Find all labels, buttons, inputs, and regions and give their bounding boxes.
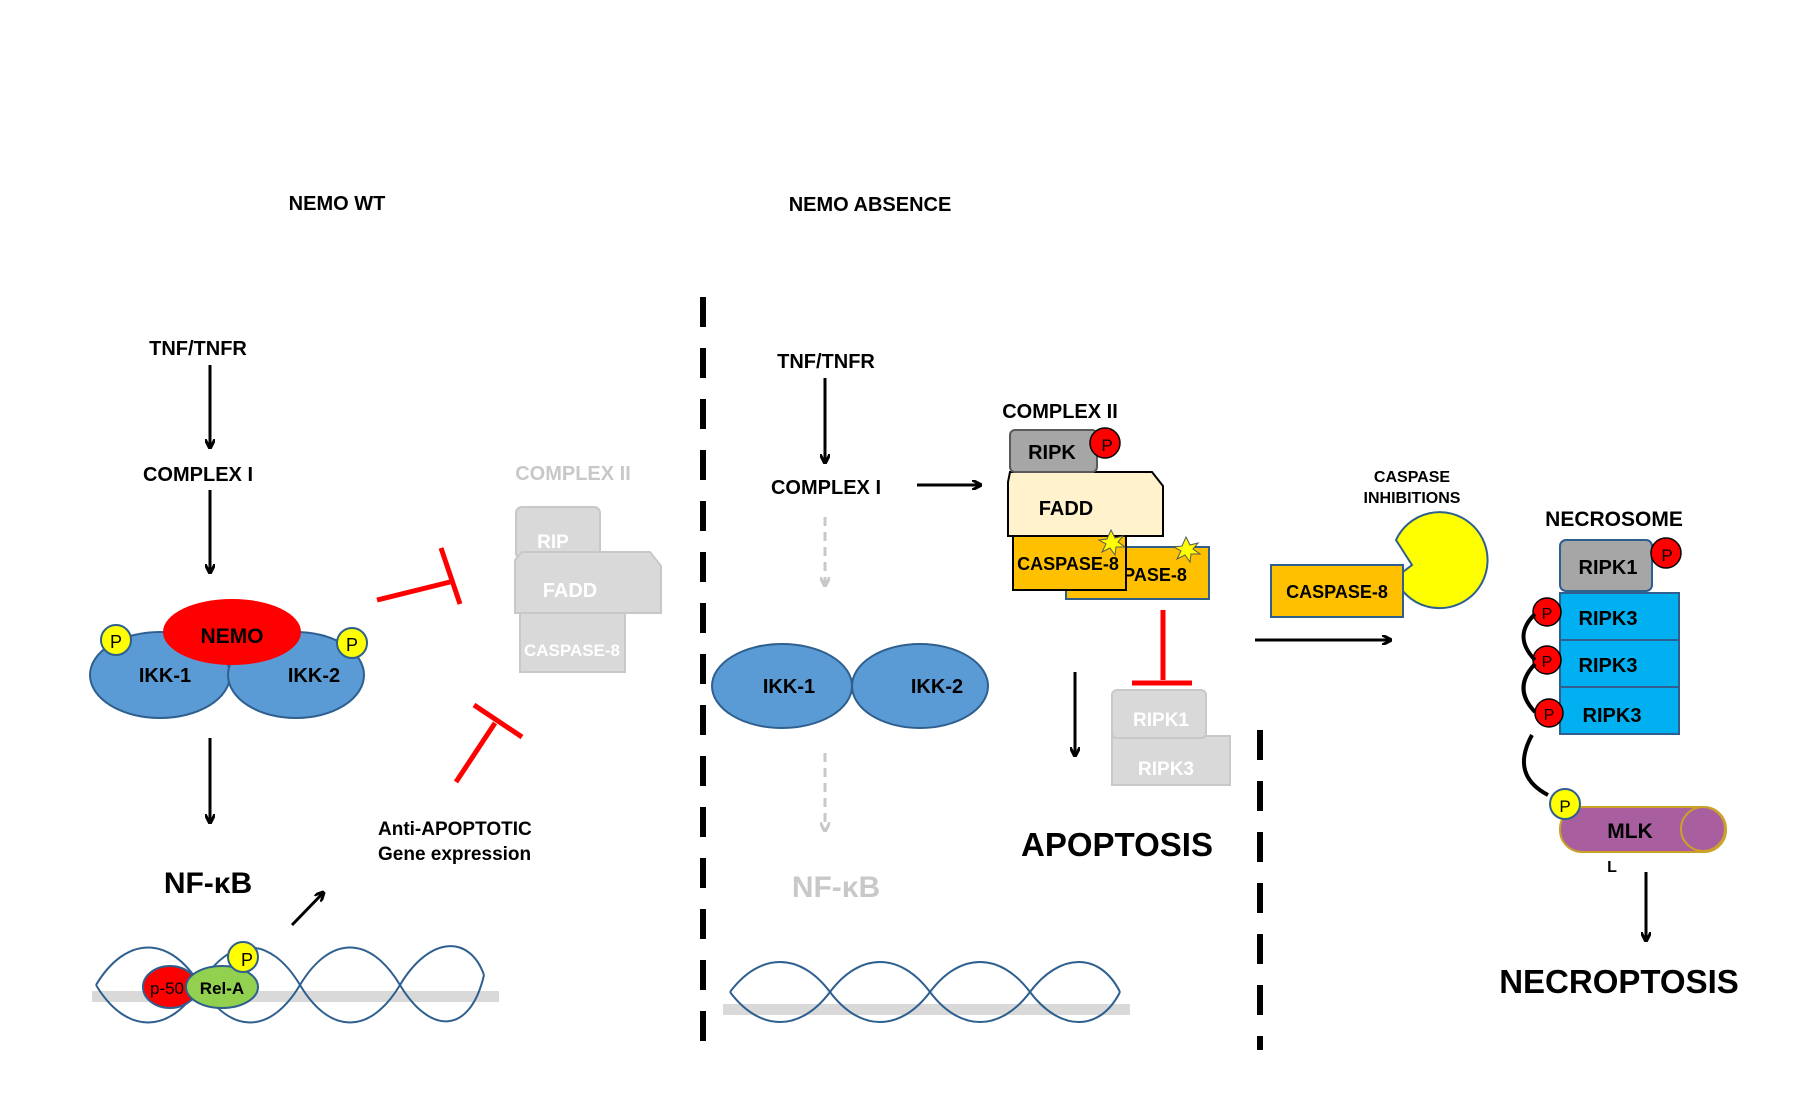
left-phospho-ikk2 [336,627,368,659]
middle-dna-strand-b [729,961,1121,1023]
middle-ikk2-ellipse [851,643,989,729]
caspase-inhibitions-line2: INHIBITIONS [1364,490,1461,507]
rela-phospho [227,941,259,973]
left-ikk2-label: IKK-2 [288,665,340,687]
casp8-front-label: CASPASE-8 [1017,554,1119,574]
faded-ripk-complex: RIPK3 RIPK1 [1111,689,1231,786]
middle-complex1-label: COMPLEX I [771,477,881,499]
fadd-box [1007,471,1164,537]
casp8-back-active-star [1172,535,1202,564]
right-casp8-label: CASPASE-8 [1286,582,1388,602]
necrosome-ripk3-label-2: RIPK3 [1579,655,1638,677]
faded-complex2-title: COMPLEX II [515,463,631,485]
mlk-cylinder-cap [1680,806,1726,852]
left-panel: NEMO WT TNF/TNFR COMPLEX I NEMO IKK-1 IK… [89,193,662,1024]
left-inhibition-lower [453,702,524,784]
middle-faded-nfkb-label: NF-κB [792,871,880,904]
ripk-phospho [1089,427,1121,459]
left-panel-title: NEMO WT [289,193,386,215]
necrosome-ripk1-phospho-label: P [1661,546,1672,565]
faded-ripk1-box [1111,689,1207,739]
rela-phospho-label: P [241,950,253,970]
rela-ellipse [185,965,259,1009]
left-ikk1-label: IKK-1 [139,665,191,687]
middle-panel-title: NEMO ABSENCE [789,194,952,216]
fadd-label: FADD [1039,498,1093,520]
mlk-phospho-label: P [1559,797,1570,816]
apoptosis-label: APOPTOSIS [1021,826,1213,863]
necrosome-ripk3-phospho-1 [1532,597,1562,627]
mlk-tail-label: L [1607,859,1617,876]
phospho-link-2 [1521,662,1537,714]
necrosome-ripk3-label-3: RIPK3 [1583,705,1642,727]
necrosome-ripk3-phospho-3-label: P [1544,707,1555,724]
faded-casp8-box [519,609,626,673]
middle-dna-bar [723,1004,1130,1015]
necroptosis-label: NECROPTOSIS [1499,963,1739,1000]
right-casp8-box [1270,564,1404,618]
necrosome-ripk3-box-3 [1559,686,1680,735]
active-complex2-title: COMPLEX II [1002,401,1118,423]
middle-ikk-complex: IKK-1 IKK-2 [711,643,989,729]
active-complex2: COMPLEX II PASE-8 CASPASE-8 FADD RIPK P [1002,401,1210,600]
left-arrow-to-anti-apoptotic [290,893,323,927]
left-dna: p-50 Rel-A P [92,941,499,1024]
nemo-ellipse [163,599,301,665]
left-phospho-ikk1-label: P [110,632,122,652]
ripk-phospho-label: P [1101,436,1112,455]
left-phospho-ikk2-label: P [346,635,358,655]
phospho-link-3 [1522,734,1549,797]
middle-dna [723,961,1130,1023]
left-ikk-complex: NEMO IKK-1 IKK-2 P P [89,599,368,719]
anti-apoptotic-line2: Gene expression [378,844,531,865]
necrosome-ripk3-label-1: RIPK3 [1579,608,1638,630]
faded-casp8-label: CASPASE-8 [524,641,620,660]
necrosome-ripk1-label: RIPK1 [1579,557,1638,579]
faded-rip-label: RIP [537,532,569,553]
necrosome-ripk3-phospho-3 [1534,698,1564,728]
faded-ripk1-label: RIPK1 [1133,710,1189,731]
rela-label: Rel-A [200,979,244,998]
left-dna-bar [92,991,499,1002]
faded-complex2: COMPLEX II CASPASE-8 RIP FADD [514,463,662,673]
necrosome-ripk1-box [1559,539,1653,592]
necrosome: RIPK1 P RIPK3 RIPK3 RIPK3 P P P MLK L P [1521,537,1727,876]
left-complex1-label: COMPLEX I [143,464,253,486]
mlk-label: MLK [1607,820,1653,843]
middle-tnf-label: TNF/TNFR [777,351,875,373]
casp8-front-active-star [1097,528,1127,557]
necrosome-ripk3-phospho-2-label: P [1542,654,1553,671]
left-dna-strand-b [95,945,485,1024]
nemo-label: NEMO [201,625,264,648]
middle-panel: NEMO ABSENCE TNF/TNFR COMPLEX I IKK-1 IK… [711,194,1231,1023]
necrosome-ripk1-phospho [1650,537,1682,569]
mlk-phospho [1549,788,1581,820]
caspase-inhibitions-line1: CASPASE [1374,469,1450,486]
faded-fadd-box [514,551,662,614]
caspase-inhibitor-pacman [1393,511,1489,610]
left-inhibition-upper [376,547,463,605]
middle-inhibition [1132,610,1192,686]
left-nfkb-label: NF-κB [164,867,252,900]
p50-label: p-50 [150,979,184,998]
faded-fadd-label: FADD [543,580,597,602]
faded-ripk3-box [1111,735,1231,786]
middle-ikk1-label: IKK-1 [763,676,815,698]
necrosome-ripk3-box-1 [1559,592,1680,641]
casp8-back-label: PASE-8 [1123,565,1187,585]
necrosome-ripk3-phospho-1-label: P [1542,606,1553,623]
phospho-link-1 [1521,612,1537,662]
ripk-label: RIPK [1028,442,1076,464]
faded-ripk3-label: RIPK3 [1138,759,1194,780]
anti-apoptotic-line1: Anti-APOPTOTIC [378,819,532,840]
left-tnf-label: TNF/TNFR [149,338,247,360]
left-phospho-ikk1 [100,624,132,656]
necrosome-ripk3-box-2 [1559,639,1680,688]
necrosome-title: NECROSOME [1545,508,1683,531]
middle-ikk2-label: IKK-2 [911,676,963,698]
right-panel: CASPASE INHIBITIONS CASPASE-8 NECROSOME … [1255,469,1739,1000]
